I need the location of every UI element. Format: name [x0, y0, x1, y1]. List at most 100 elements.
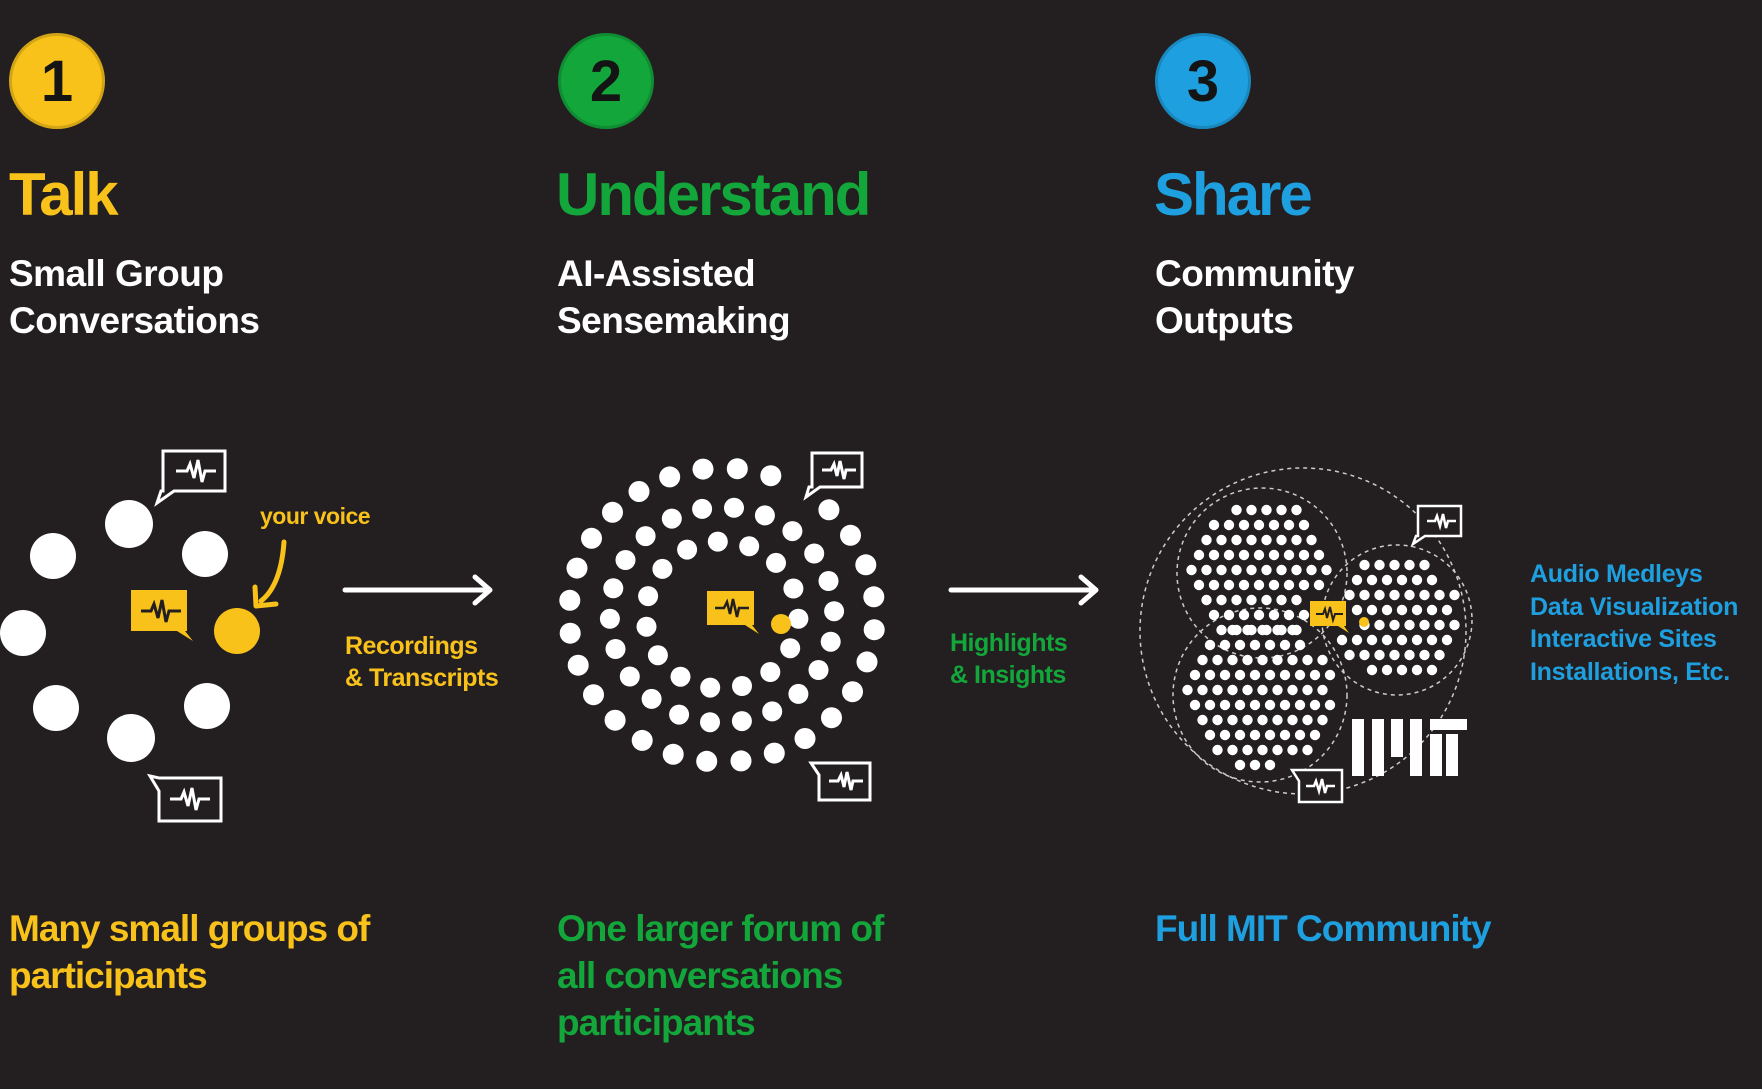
- participant-dot: [700, 712, 720, 733]
- participant-dot: [1317, 654, 1328, 666]
- community-boundary: [1139, 467, 1467, 795]
- audio-wave-speech-bubble-icon: [1289, 768, 1344, 804]
- participant-dot: [1411, 664, 1423, 676]
- audio-wave-speech-bubble-icon: [707, 591, 759, 634]
- participant-dot: [1441, 604, 1453, 616]
- participant-dot: [1197, 714, 1208, 726]
- participant-dot: [766, 552, 786, 573]
- participant-dot: [1253, 609, 1265, 621]
- step-2-footer-line-2: all conversations: [557, 955, 843, 996]
- participant-dot: [1426, 664, 1438, 676]
- participant-dot: [739, 536, 760, 557]
- participant-dot: [1227, 684, 1238, 696]
- participant-dot: [1449, 589, 1460, 601]
- participant-dot: [652, 558, 673, 579]
- participant-dot: [1317, 684, 1328, 696]
- participant-dot: [1257, 714, 1268, 726]
- participant-dot: [1313, 579, 1325, 591]
- participant-dot: [808, 660, 829, 680]
- participant-dot: [1441, 634, 1453, 646]
- participant-dot: [1389, 649, 1400, 661]
- participant-dot: [33, 685, 79, 731]
- participant-dot: [1268, 519, 1280, 531]
- participant-dot: [1253, 579, 1265, 591]
- participant-dot: [1197, 654, 1208, 666]
- participant-dot: [636, 616, 657, 637]
- audio-wave-speech-bubble-icon: [803, 451, 864, 501]
- participant-dot: [724, 497, 744, 518]
- participant-dot: [1434, 649, 1445, 661]
- participant-dot: [1434, 589, 1445, 601]
- participant-dot: [1324, 669, 1336, 681]
- participant-dot: [794, 728, 816, 749]
- participant-dot: [1219, 699, 1231, 711]
- participant-dot: [0, 610, 46, 656]
- step-3-subtitle-line-1: Community: [1155, 253, 1355, 294]
- participant-dot: [1264, 639, 1276, 651]
- participant-dot: [1234, 699, 1246, 711]
- participant-dot: [1216, 624, 1227, 636]
- audio-wave-speech-bubble-icon: [808, 761, 872, 802]
- participant-dot: [1249, 759, 1261, 771]
- participant-dot: [1189, 669, 1201, 681]
- participant-dot: [1268, 549, 1280, 561]
- participant-dot: [1313, 549, 1325, 561]
- participant-dot: [1238, 579, 1250, 591]
- step-1-title: Talk: [9, 161, 119, 228]
- step-1-footer: Many small groups of participants: [9, 905, 370, 999]
- participant-dot: [1344, 589, 1355, 601]
- step-1-badge: 1: [9, 33, 105, 129]
- step-2-footer-line-3: participants: [557, 1002, 756, 1043]
- participant-dot: [1279, 669, 1291, 681]
- participant-dot: [1381, 604, 1393, 616]
- participant-dot: [788, 683, 809, 704]
- step-2-number: 2: [589, 48, 623, 114]
- participant-dot: [1374, 619, 1385, 631]
- participant-dot: [1411, 574, 1423, 586]
- participant-dot: [1272, 654, 1283, 666]
- participant-dot: [1426, 574, 1438, 586]
- participant-dot: [1336, 634, 1348, 646]
- participant-dot: [1291, 504, 1302, 516]
- participant-dot: [1389, 619, 1400, 631]
- group-boundary: [1176, 487, 1348, 659]
- your-voice-label: your voice: [260, 503, 371, 529]
- participant-dot: [1231, 534, 1242, 546]
- step-2-subtitle: AI-Assisted Sensemaking: [557, 250, 791, 344]
- participant-dot: [840, 524, 861, 546]
- participant-dot: [1272, 684, 1283, 696]
- participant-dot: [1249, 699, 1261, 711]
- participant-dot: [1279, 699, 1291, 711]
- participant-dot: [1212, 684, 1223, 696]
- step-3-subtitle: Community Outputs: [1155, 250, 1355, 344]
- participant-dot: [1261, 564, 1272, 576]
- participant-dot: [1201, 594, 1212, 606]
- participant-dot: [696, 750, 718, 772]
- participant-dot: [1396, 634, 1408, 646]
- larger-forum-illustration: [559, 451, 885, 802]
- participant-dot: [1242, 714, 1253, 726]
- participant-dot: [1234, 639, 1246, 651]
- participant-dot: [1219, 669, 1231, 681]
- participant-dot: [1309, 729, 1321, 741]
- participant-dot: [700, 677, 721, 698]
- participant-dot: [1366, 634, 1378, 646]
- step-1-footer-line-2: participants: [9, 955, 208, 996]
- participant-dot: [1276, 594, 1287, 606]
- flow-label-2-line-2: & Insights: [950, 661, 1066, 689]
- arrow-right-icon: [948, 574, 1099, 606]
- participant-dot: [1426, 634, 1438, 646]
- participant-dot: [788, 608, 809, 629]
- community-illustration: [1139, 467, 1473, 804]
- participant-dot: [677, 539, 698, 560]
- participant-dot: [1374, 589, 1385, 601]
- participant-dot: [1419, 649, 1430, 661]
- participant-dot: [1404, 649, 1415, 661]
- participant-dot: [1186, 564, 1197, 576]
- participant-dot: [863, 586, 885, 608]
- participant-dot: [855, 554, 877, 576]
- participant-dot: [1294, 699, 1306, 711]
- participant-dot: [1344, 649, 1355, 661]
- participant-dot: [1321, 564, 1332, 576]
- participant-dot: [1374, 559, 1385, 571]
